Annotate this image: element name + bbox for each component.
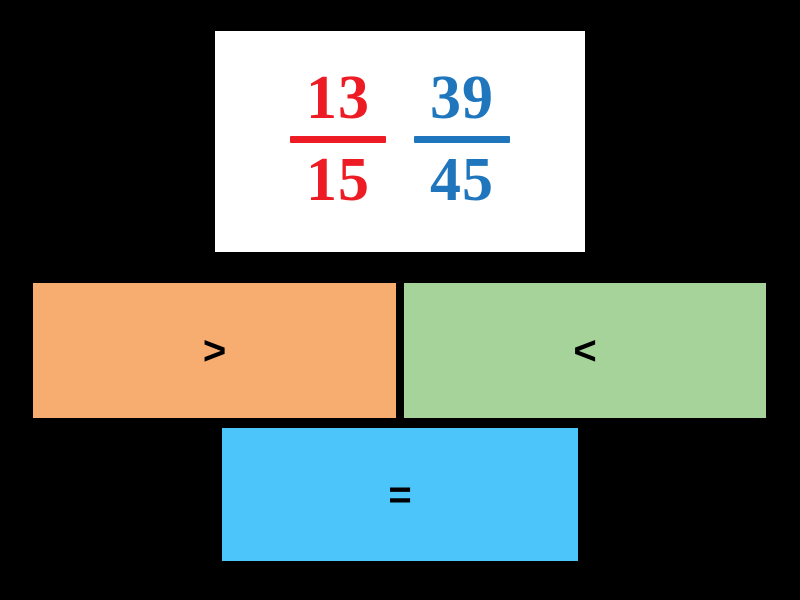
fraction-right: 39 45 [414,63,510,214]
question-card: 13 15 39 45 [215,31,585,252]
fraction-left-numerator: 13 [306,63,370,132]
fraction-right-denominator: 45 [430,146,494,214]
fraction-left: 13 15 [290,63,386,214]
fraction-right-numerator: 39 [430,63,494,132]
answer-option-less-than-label: < [573,328,597,373]
fraction-left-bar [290,136,386,143]
fraction-left-denominator: 15 [306,146,370,214]
answer-option-less-than[interactable]: < [404,283,766,418]
answer-option-greater-than[interactable]: > [33,283,396,418]
answer-option-greater-than-label: > [202,328,227,373]
fraction-right-bar [414,136,510,143]
fraction-comparison: 13 15 39 45 [290,63,510,214]
answer-option-equal-to[interactable]: = [222,428,578,561]
answer-option-equal-to-label: = [388,472,412,517]
